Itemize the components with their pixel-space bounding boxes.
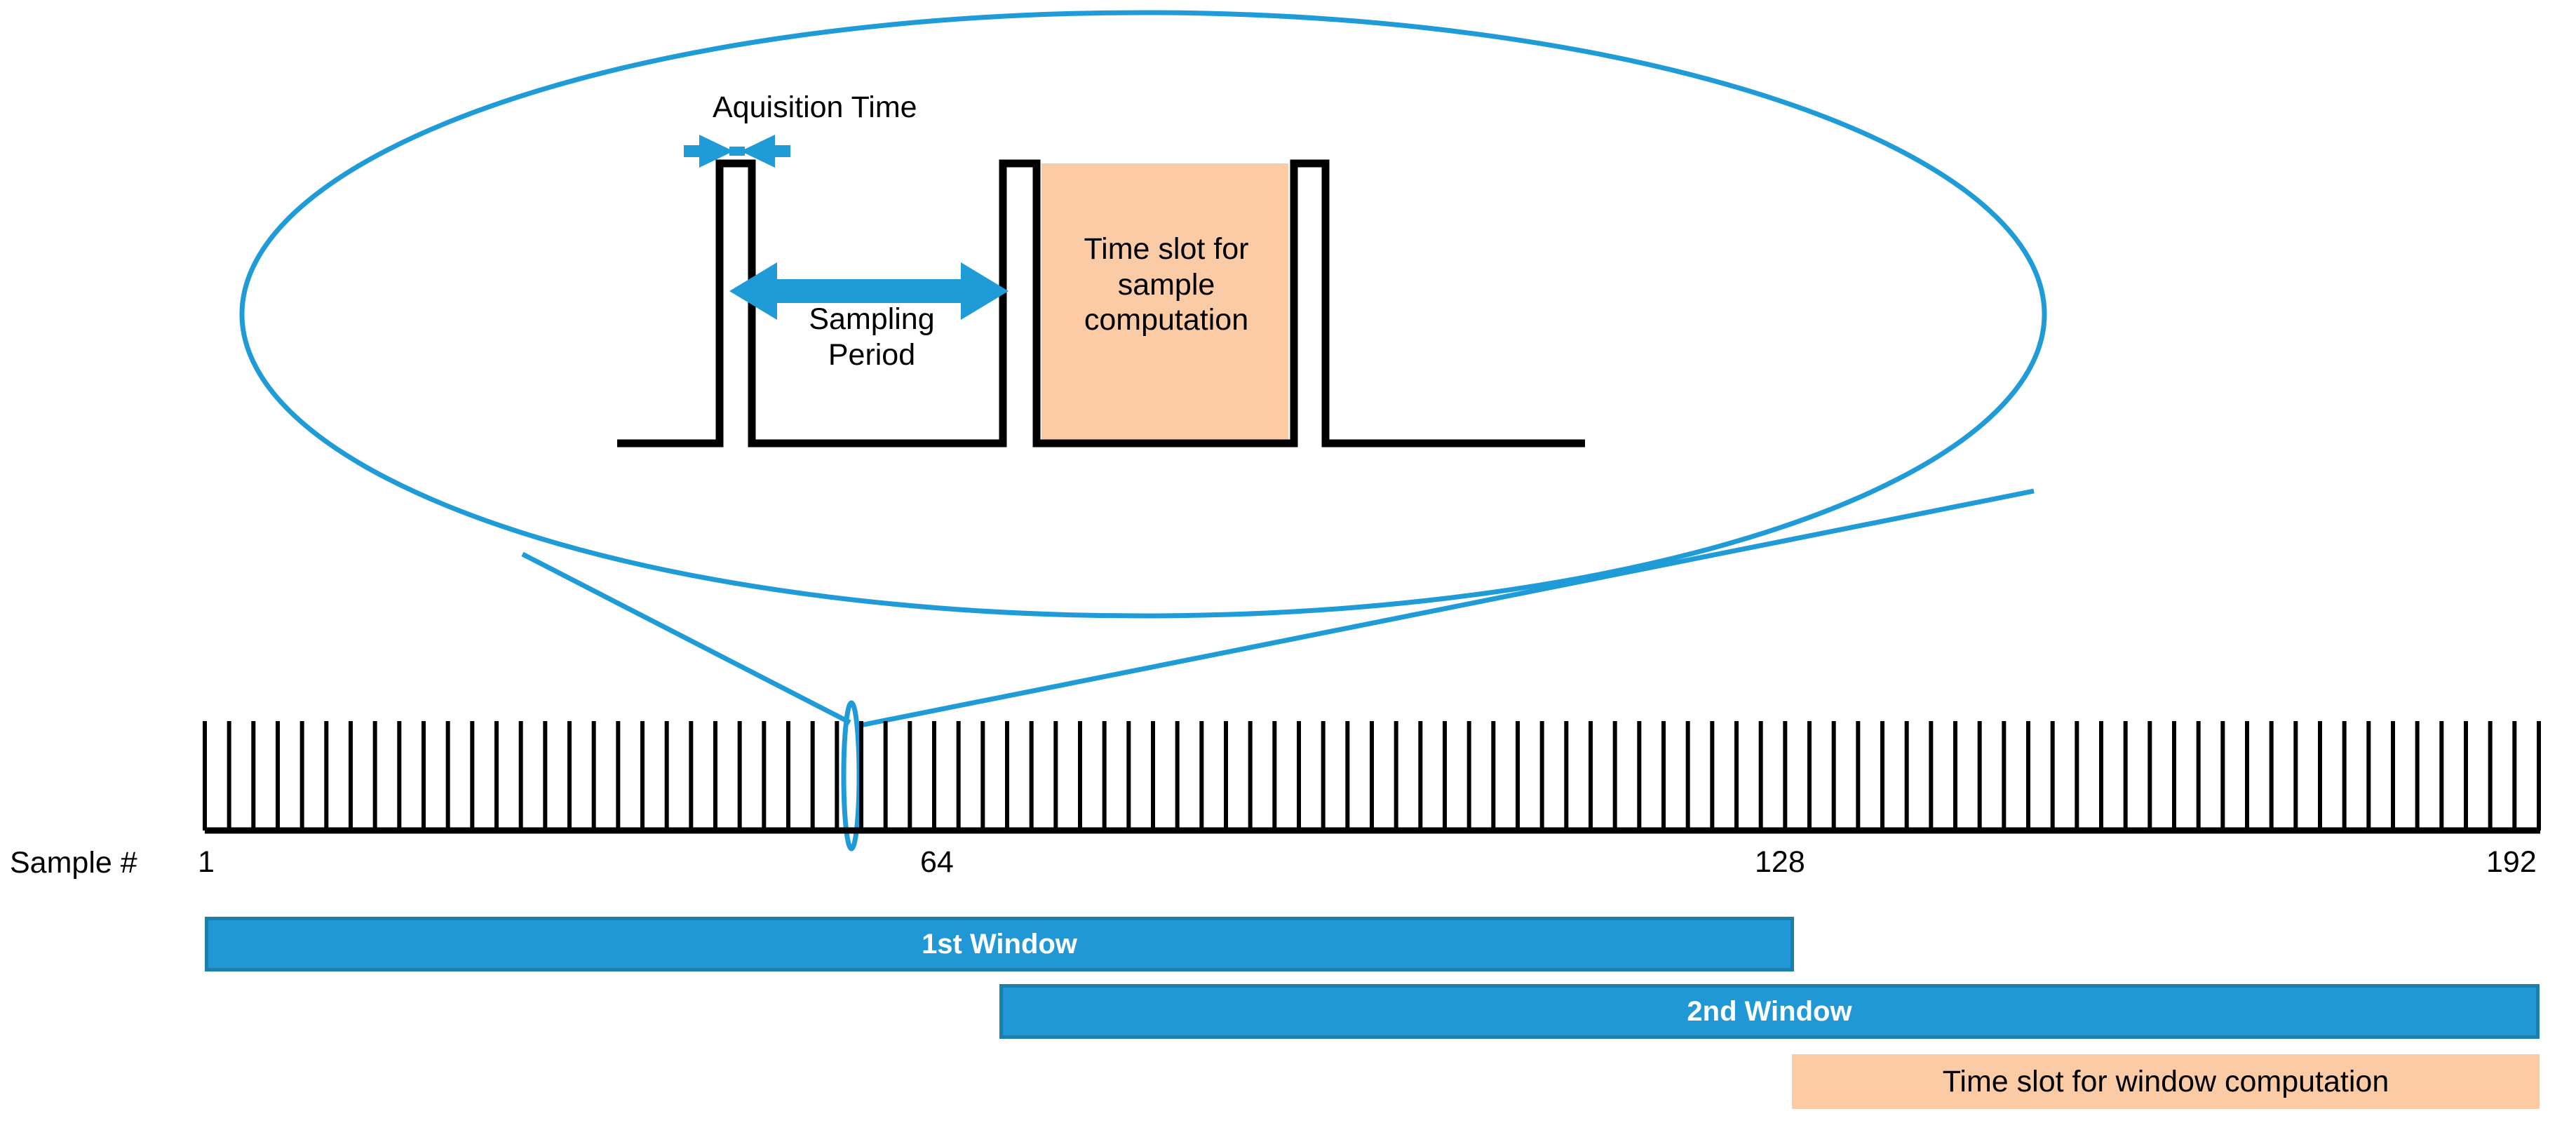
window-computation-slot[interactable]: Time slot for window computation — [1792, 1054, 2540, 1109]
sample-computation-block — [1041, 163, 1288, 444]
sampling-period-arrow — [729, 262, 1009, 320]
window-bar-1[interactable]: 1st Window — [205, 917, 1794, 971]
tick-marks — [203, 721, 2541, 830]
sample-highlight-ellipse — [841, 700, 862, 852]
window-bar-2[interactable]: 2nd Window — [999, 984, 2540, 1039]
pulse-train — [617, 159, 1585, 448]
callout-connector-right — [856, 488, 2035, 729]
window-bar-label: 1st Window — [922, 928, 1077, 960]
acquisition-time-label: Aquisition Time — [713, 90, 917, 124]
tick-label-128: 128 — [1755, 845, 1805, 879]
tick-label-1: 1 — [198, 845, 215, 879]
sample-axis-label: Sample # — [10, 846, 137, 880]
tick-label-64: 64 — [920, 845, 954, 879]
callout-connector-left — [521, 551, 851, 725]
sample-tick-strip — [203, 721, 2541, 834]
tick-label-192: 192 — [2486, 845, 2537, 879]
window-bar-label: Time slot for window computation — [1942, 1064, 2389, 1098]
acquisition-time-arrow — [684, 135, 790, 168]
pulse-waveform — [617, 159, 1585, 448]
callout-ellipse — [239, 10, 2047, 619]
window-bar-label: 2nd Window — [1687, 995, 1852, 1027]
